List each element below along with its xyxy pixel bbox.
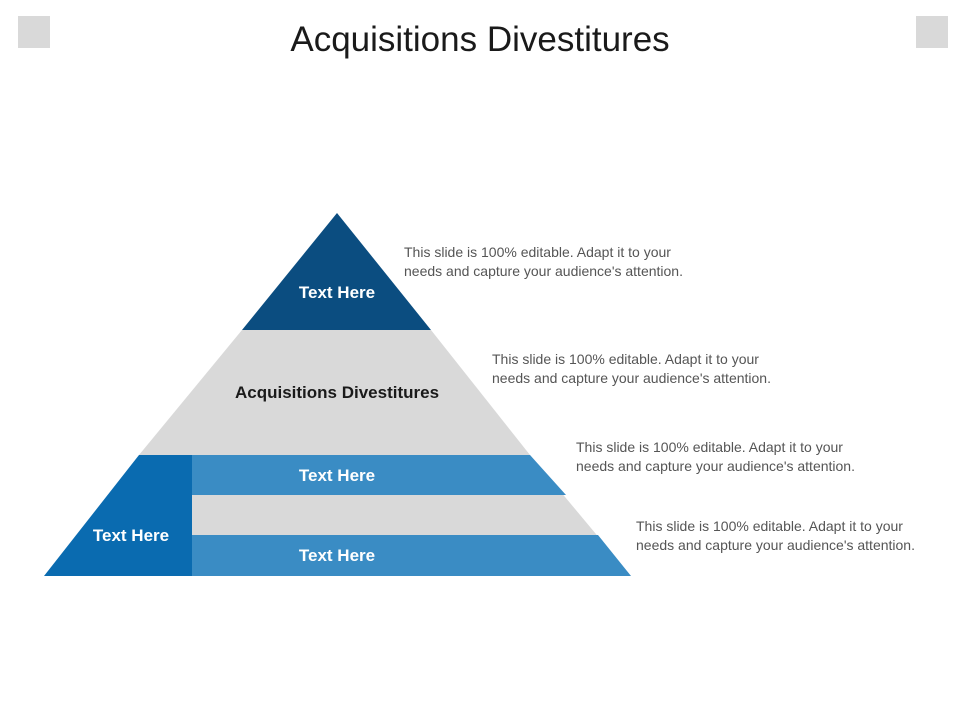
left-block-label: Text Here	[93, 526, 169, 545]
pyramid-left-block	[44, 455, 192, 576]
pyramid-top-tier	[242, 213, 431, 330]
slide-title: Acquisitions Divestitures	[290, 20, 670, 59]
description-1: This slide is 100% editable. Adapt it to…	[404, 244, 683, 279]
middle-tier-label: Acquisitions Divestitures	[235, 383, 439, 402]
stripe-lower-label: Text Here	[299, 546, 375, 565]
pyramid-stripe-lower	[192, 535, 631, 576]
corner-square-left	[18, 16, 50, 48]
description-3: This slide is 100% editable. Adapt it to…	[576, 439, 855, 474]
pyramid-stripe-upper	[192, 455, 566, 495]
top-tier-label: Text Here	[299, 283, 375, 302]
description-4: This slide is 100% editable. Adapt it to…	[636, 518, 915, 553]
pyramid-middle-tier	[139, 330, 530, 455]
stripe-upper-label: Text Here	[299, 466, 375, 485]
description-2: This slide is 100% editable. Adapt it to…	[492, 351, 771, 386]
corner-square-right	[916, 16, 948, 48]
